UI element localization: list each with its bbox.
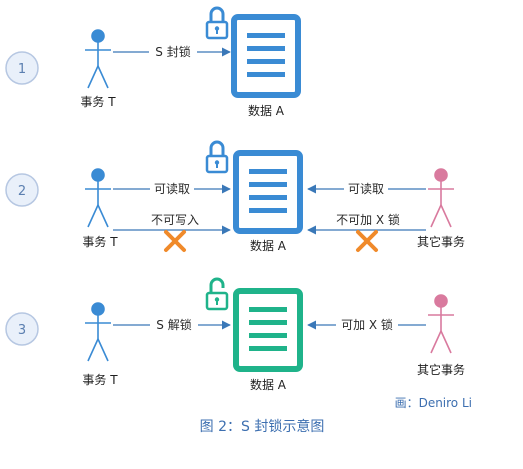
document-icon <box>233 288 303 372</box>
arrow-label: 可读取 <box>348 182 384 196</box>
actor-other-transactions: 其它事务 <box>417 294 465 377</box>
document-data-a: 数据 A <box>233 288 303 392</box>
document-label: 数据 A <box>250 377 287 392</box>
actor-label: 事务 T <box>80 94 116 109</box>
arrow-left-write: 不可写入 <box>113 213 231 252</box>
document-data-a: 数据 A <box>231 14 301 118</box>
person-icon <box>84 302 112 362</box>
arrow-s-lock: S 封锁 <box>113 43 231 59</box>
document-label: 数据 A <box>248 103 285 118</box>
step-number-circle <box>5 312 39 346</box>
arrow-label: 可读取 <box>154 182 190 196</box>
actor-label: 事务 T <box>82 372 118 387</box>
actor-transaction-t: 事务 T <box>82 302 118 387</box>
arrow-label: S 封锁 <box>155 44 190 59</box>
arrow-label: S 解锁 <box>156 317 191 332</box>
figure-caption: 图 2：S 封锁示意图 <box>200 418 325 435</box>
author-credit: 画：Deniro Li <box>395 396 472 410</box>
arrow-label: 可加 X 锁 <box>341 317 393 332</box>
step-3: 3 事务 T 其它事务 S 解锁 可加 X 锁 数据 A <box>5 277 465 392</box>
step-number: 3 <box>18 323 26 338</box>
actor-transaction-t: 事务 T <box>82 168 118 249</box>
document-label: 数据 A <box>250 238 287 253</box>
document-data-a: 数据 A <box>233 150 303 253</box>
person-icon <box>84 29 112 89</box>
arrow-right-xlock: 不可加 X 锁 <box>307 212 426 252</box>
person-icon <box>427 294 455 354</box>
document-icon <box>231 14 301 98</box>
step-number-circle <box>5 51 39 85</box>
document-icon <box>233 150 303 234</box>
arrow-right-read: 可读取 <box>307 180 426 196</box>
cross-icon <box>164 230 186 252</box>
lock-closed-icon <box>205 6 229 40</box>
actor-other-transactions: 其它事务 <box>417 168 465 249</box>
step-number-circle <box>5 173 39 207</box>
lock-closed-icon <box>205 140 229 174</box>
step-2: 2 事务 T 其它事务 可读取 不可写入 可读取 <box>5 140 465 253</box>
person-icon <box>84 168 112 228</box>
cross-icon <box>356 230 378 252</box>
step-number: 2 <box>18 184 26 199</box>
arrow-label: 不可写入 <box>151 213 199 227</box>
lock-open-icon <box>205 277 229 311</box>
step-number: 1 <box>18 62 26 77</box>
arrow-left-read: 可读取 <box>113 180 231 196</box>
actor-label: 其它事务 <box>417 234 465 249</box>
actor-label: 事务 T <box>82 234 118 249</box>
person-icon <box>427 168 455 228</box>
arrow-s-unlock: S 解锁 <box>113 316 231 332</box>
actor-transaction-t: 事务 T <box>80 29 116 109</box>
actor-label: 其它事务 <box>417 362 465 377</box>
arrow-label: 不可加 X 锁 <box>336 212 400 227</box>
arrow-right-xlock-allowed: 可加 X 锁 <box>307 316 426 332</box>
step-1: 1 事务 T S 封锁 数据 A <box>5 6 301 118</box>
